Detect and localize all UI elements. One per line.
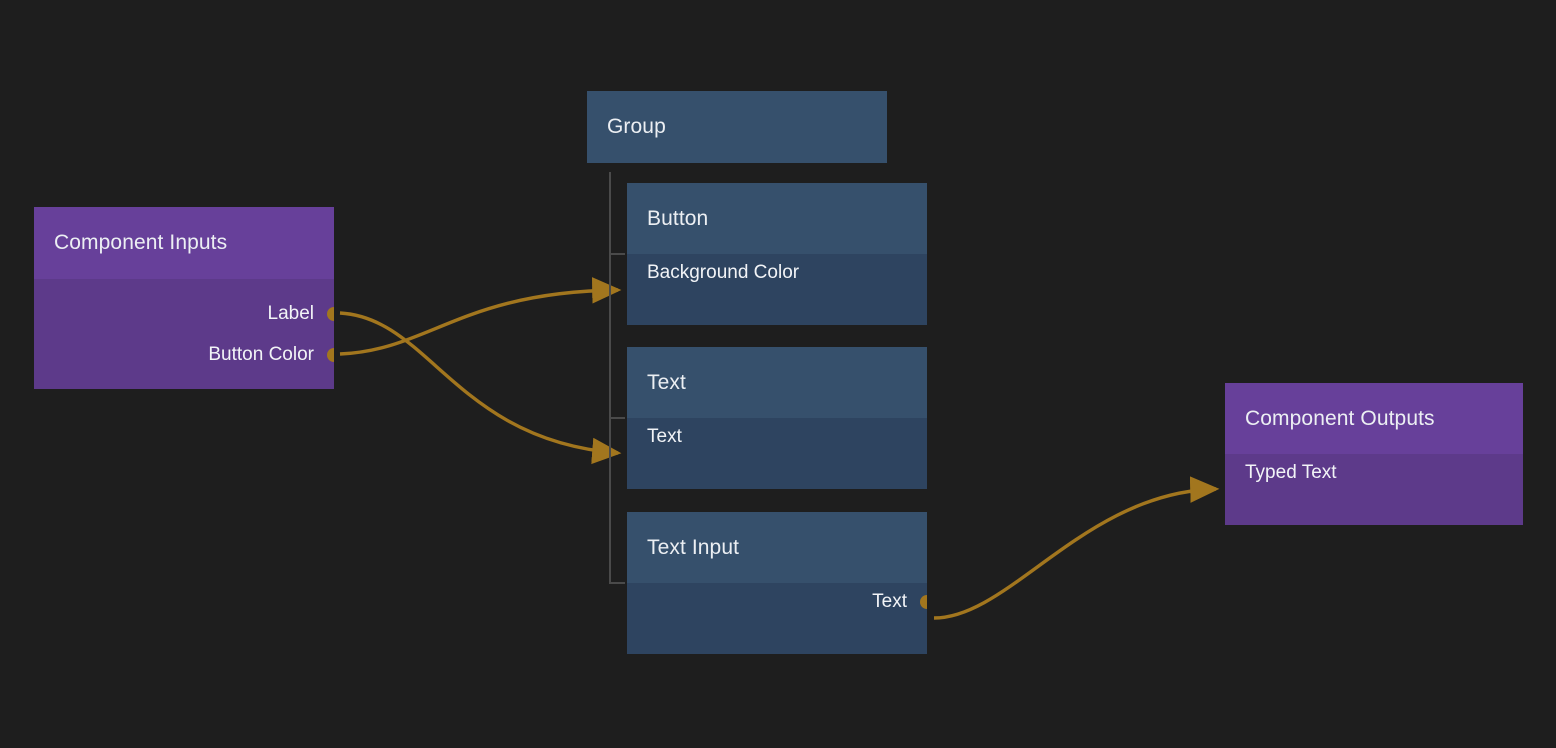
- edge-button-color-to-background-color: [340, 290, 618, 354]
- edge-label-to-text: [340, 313, 618, 453]
- node-text-title: Text: [647, 371, 686, 395]
- node-component-outputs-title: Component Outputs: [1245, 407, 1435, 431]
- node-component-inputs-body: Label Button Color: [34, 279, 334, 389]
- port-label-text-output: Text: [872, 591, 907, 613]
- node-button-title: Button: [647, 207, 708, 231]
- node-component-inputs-title: Component Inputs: [54, 231, 227, 255]
- group-tree-stub-button: [609, 253, 625, 255]
- node-text-input[interactable]: Text Input Text: [627, 512, 927, 654]
- port-dot-text-output[interactable]: [920, 595, 927, 609]
- node-group-title: Group: [607, 115, 666, 139]
- node-text-body: Text: [627, 418, 927, 489]
- node-group-header: Group: [587, 91, 887, 163]
- port-row-background-color[interactable]: Background Color: [627, 254, 927, 291]
- node-text-input-body: Text: [627, 583, 927, 654]
- node-component-inputs[interactable]: Component Inputs Label Button Color: [34, 207, 334, 389]
- port-label-background-color: Background Color: [647, 262, 799, 284]
- port-label-label: Label: [268, 303, 315, 325]
- edge-text-to-typed-text: [934, 489, 1216, 618]
- port-row-text-output[interactable]: Text: [627, 583, 927, 620]
- node-button[interactable]: Button Background Color: [627, 183, 927, 325]
- node-component-inputs-header: Component Inputs: [34, 207, 334, 279]
- node-text-input-header: Text Input: [627, 512, 927, 583]
- port-row-typed-text[interactable]: Typed Text: [1225, 454, 1523, 491]
- node-text-input-title: Text Input: [647, 536, 739, 560]
- port-dot-label[interactable]: [327, 307, 334, 321]
- node-text-header: Text: [627, 347, 927, 418]
- group-tree-vertical-line: [609, 172, 611, 584]
- port-dot-button-color[interactable]: [327, 348, 334, 362]
- port-label-typed-text: Typed Text: [1245, 462, 1337, 484]
- port-label-button-color: Button Color: [208, 344, 314, 366]
- node-button-header: Button: [627, 183, 927, 254]
- group-tree-stub-text: [609, 417, 625, 419]
- port-row-button-color[interactable]: Button Color: [34, 334, 334, 375]
- node-group[interactable]: Group: [587, 91, 887, 163]
- node-component-outputs-body: Typed Text: [1225, 454, 1523, 525]
- group-tree-stub-text-input: [609, 582, 625, 584]
- port-row-label[interactable]: Label: [34, 293, 334, 334]
- node-text[interactable]: Text Text: [627, 347, 927, 489]
- node-button-body: Background Color: [627, 254, 927, 325]
- port-label-text: Text: [647, 426, 682, 448]
- port-row-text-input-port[interactable]: Text: [627, 418, 927, 455]
- node-component-outputs-header: Component Outputs: [1225, 383, 1523, 454]
- node-component-outputs[interactable]: Component Outputs Typed Text: [1225, 383, 1523, 525]
